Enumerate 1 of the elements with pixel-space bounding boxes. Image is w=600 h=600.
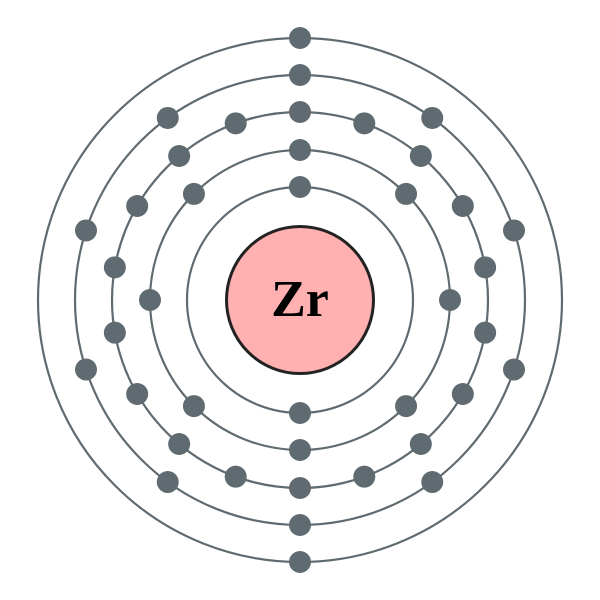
element-symbol: Zr (271, 274, 329, 326)
